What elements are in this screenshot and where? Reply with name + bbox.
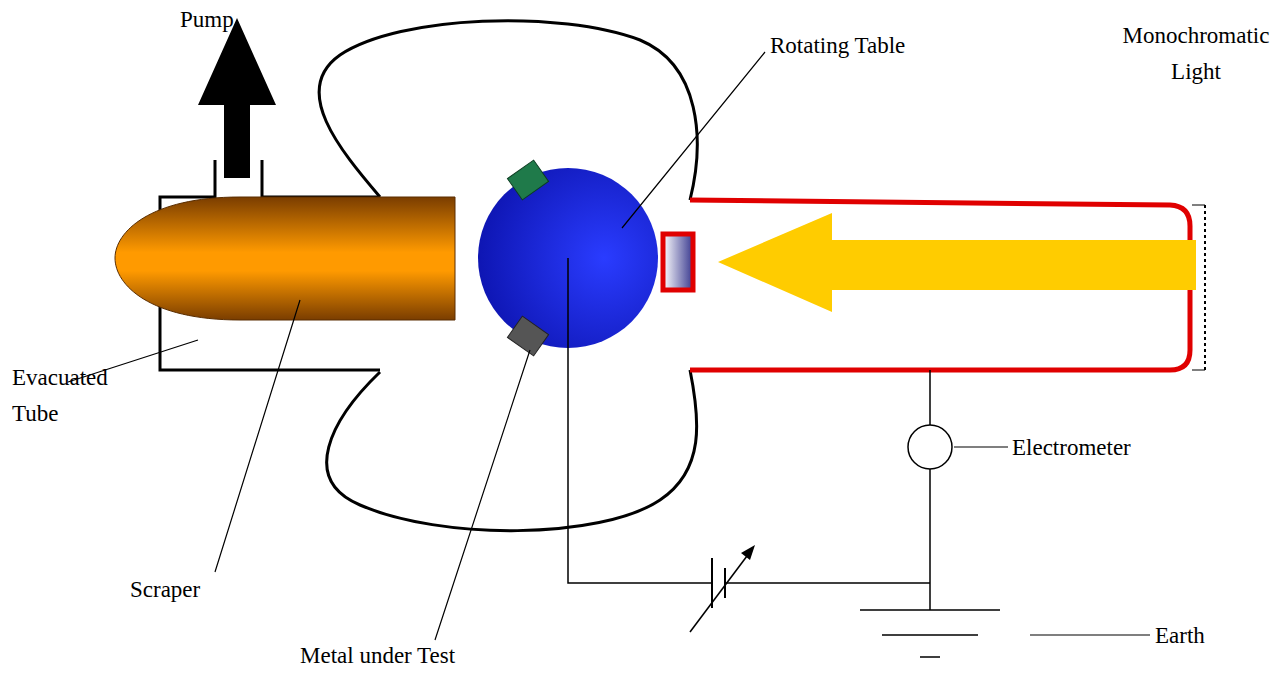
grid xyxy=(1204,205,1206,370)
variable-arrow xyxy=(741,545,755,560)
variable-arrow xyxy=(690,552,750,632)
scraper xyxy=(115,197,455,320)
metal-sample xyxy=(507,316,548,356)
earth-symbol xyxy=(860,610,1000,657)
part-label: Rotating Table xyxy=(770,28,970,64)
part-label: Metal under Test xyxy=(300,638,540,674)
metal-sample xyxy=(663,234,693,290)
part-label: Pump xyxy=(180,2,300,38)
part-label: Electrometer xyxy=(1012,430,1172,466)
metal-sample xyxy=(507,160,548,200)
light-beam xyxy=(718,213,1196,312)
pump-arrow xyxy=(198,18,276,178)
part-label: Scraper xyxy=(130,572,270,608)
wire xyxy=(568,258,930,610)
part-label: Earth xyxy=(1155,618,1255,654)
battery-plate xyxy=(724,568,726,598)
chamber-outline xyxy=(319,21,697,200)
part-label: Evacuated Tube xyxy=(12,360,132,431)
chamber-outline xyxy=(327,370,697,531)
part-label: Monochromatic Light xyxy=(1122,18,1270,89)
electrometer-symbol xyxy=(908,425,952,469)
leader-line xyxy=(68,52,1150,640)
